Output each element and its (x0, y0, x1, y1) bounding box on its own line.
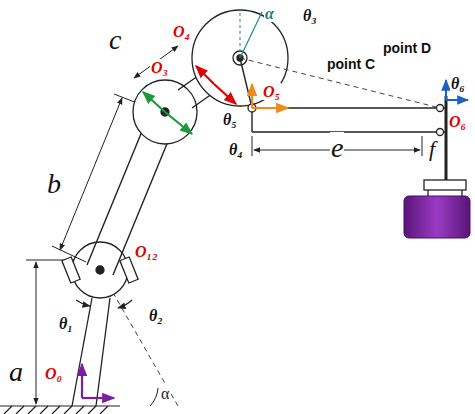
frame-label: O₅ (262, 83, 281, 100)
angle-line (240, 10, 241, 58)
dimension-label-holder: e (330, 134, 344, 162)
angle-label-holder: α (264, 6, 275, 22)
point-label-holder: point D (382, 40, 432, 56)
joint-angle-label-holder: θ₄ (228, 142, 244, 158)
joint-angle-label-holder: θ₁ (58, 316, 74, 332)
angle-line (240, 12, 262, 58)
link-drop (240, 58, 252, 108)
joint-angle-label: θ₄ (228, 141, 244, 158)
point-label: point C (326, 56, 376, 72)
joint-1 (62, 242, 138, 298)
dimension-label: f (428, 136, 436, 161)
angle-label: α (160, 385, 170, 402)
ground-hatch (0, 406, 120, 414)
pin (437, 129, 444, 136)
angle-label-holder: α (160, 386, 170, 402)
frame-label: O₃ (150, 59, 169, 76)
joint-angle-label: θ₂ (148, 307, 164, 324)
frame-label-holder: O₅ (262, 84, 281, 100)
joint-3 (133, 80, 197, 144)
dimension-label-holder: b (46, 170, 62, 198)
joint-3-frame-axes (143, 92, 192, 134)
rotation-arrow (76, 300, 90, 306)
frame-label-holder: O₃ (150, 60, 169, 76)
angle-arc (150, 388, 158, 406)
frame-label-holder: O₆ (448, 114, 467, 130)
dimension-label: c (108, 24, 122, 55)
joint-angle-label: θ₁ (58, 315, 74, 332)
joint-angle-label: θ₃ (302, 7, 318, 24)
angle-label: α (264, 5, 275, 22)
parallel-link (252, 108, 446, 132)
base-frame-axes (82, 364, 114, 398)
dimension-label: b (46, 168, 62, 199)
frame-label-holder: O₀ (44, 366, 63, 382)
gripper (404, 180, 470, 238)
dimension-label-holder: a (8, 358, 24, 386)
frame-label-holder: O₁₂ (134, 244, 159, 260)
dimension-label-holder: f (428, 138, 436, 160)
base-post (72, 298, 110, 406)
dimension-label-holder: c (108, 26, 122, 54)
dimension-label: e (330, 132, 344, 163)
frame-label: O₆ (448, 113, 467, 130)
frame-label: O₀ (44, 365, 63, 382)
joint-4-frame-axes (196, 66, 236, 104)
point-d-pin (437, 105, 444, 112)
dimension-label: a (8, 356, 24, 387)
frame-label: O₄ (172, 23, 191, 40)
joint-angle-label: θ₆ (450, 75, 466, 92)
joint-angle-label-holder: θ₅ (222, 112, 238, 128)
dimension-c (134, 46, 178, 78)
point-label-holder: point C (326, 56, 376, 72)
joint-angle-label-holder: θ₆ (450, 76, 466, 92)
frame-label-holder: O₄ (172, 24, 191, 40)
joint-angle-label-holder: θ₂ (148, 308, 164, 324)
wrist-rod (445, 96, 448, 182)
frame-label: O₁₂ (134, 243, 159, 260)
rotation-arrow (118, 300, 132, 308)
point-label: point D (382, 40, 432, 56)
joint-angle-label-holder: θ₃ (302, 8, 318, 24)
joint-5-frame-axes (252, 84, 288, 108)
joint-angle-label: θ₅ (222, 111, 238, 128)
